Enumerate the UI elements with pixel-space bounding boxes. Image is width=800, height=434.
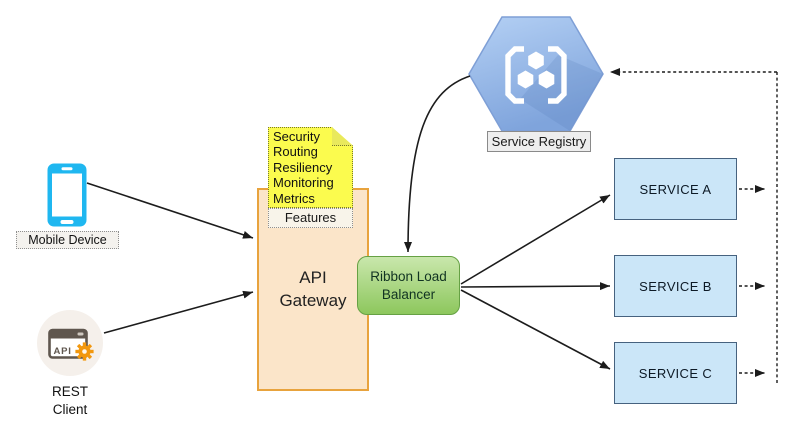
- edge-rest-client-to-gateway: [103, 290, 254, 334]
- service-registry-icon: [468, 16, 604, 132]
- edge-mobile-to-gateway: [86, 182, 254, 239]
- service-c-node: SERVICE C: [614, 342, 737, 404]
- service-a-label: SERVICE A: [639, 181, 712, 197]
- mobile-device-label: Mobile Device: [16, 231, 119, 249]
- mobile-phone-icon: [47, 163, 87, 227]
- features-note-items: Security Routing Resiliency Monitoring M…: [273, 129, 353, 206]
- gear-icon: [75, 342, 94, 361]
- service-c-label: SERVICE C: [638, 365, 713, 381]
- feature-item: Routing: [273, 144, 318, 160]
- edge-registry-to-ribbon: [404, 75, 471, 253]
- edge-ribbon-to-service-a: [460, 194, 611, 285]
- rest-client-icon: API: [37, 310, 103, 376]
- rest-client-label: REST Client: [51, 384, 88, 417]
- feature-item: Resiliency: [273, 159, 333, 175]
- service-b-node: SERVICE B: [614, 255, 737, 317]
- service-a-node: SERVICE A: [614, 158, 737, 220]
- rest-client-icon-text: API: [54, 346, 72, 357]
- edge-ribbon-to-service-b: [460, 282, 611, 291]
- ribbon-load-balancer-label: Ribbon Load Balancer: [370, 268, 447, 302]
- feature-item: Monitoring: [273, 175, 334, 191]
- feature-item: Security: [273, 129, 320, 144]
- ribbon-load-balancer-node: Ribbon Load Balancer: [357, 256, 460, 315]
- service-b-label: SERVICE B: [639, 278, 712, 294]
- feature-item: Metrics: [273, 190, 315, 206]
- features-note: [268, 127, 353, 208]
- edge-ribbon-to-service-c: [460, 289, 611, 370]
- service-registry-label: Service Registry: [487, 131, 591, 152]
- api-gateway-label: API Gateway: [279, 267, 347, 310]
- features-caption: Features: [268, 208, 353, 228]
